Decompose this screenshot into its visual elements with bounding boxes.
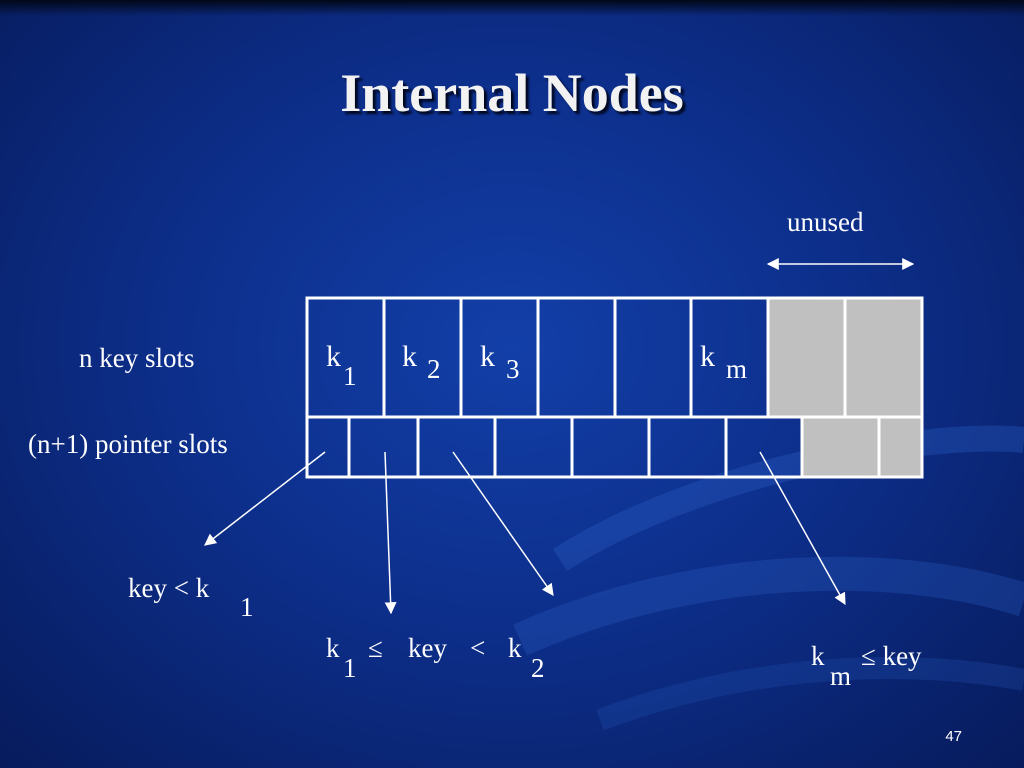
key-slot-dividers	[382, 298, 847, 417]
key-km-sub: m	[726, 354, 747, 384]
top-band	[0, 0, 1024, 16]
key-slots-label: n key slots	[79, 343, 195, 373]
key-k2-base: k	[402, 340, 417, 373]
svg-text:k m: k m	[700, 340, 747, 384]
key-k1-sub: 1	[343, 361, 357, 391]
page-number: 47	[945, 728, 962, 745]
unused-label: unused	[787, 207, 864, 237]
key-k3-base: k	[480, 340, 495, 373]
key-k1-base: k	[326, 340, 341, 373]
key-k3-sub: 3	[506, 354, 520, 384]
slide-title: Internal Nodes	[340, 63, 684, 123]
svg-text:k 3: k 3	[480, 340, 520, 384]
pointer-arrow-1	[204, 451, 326, 546]
unused-pointer-slot	[802, 418, 879, 477]
pointer-arrow-2	[384, 451, 397, 615]
pointer-slots-label: (n+1) pointer slots	[28, 429, 228, 459]
pointer-slot-dividers	[347, 417, 881, 477]
svg-text:k 1: k 1	[326, 340, 357, 391]
condition-2: k 1 ≤ key < k 2	[326, 633, 545, 683]
unused-key-slot	[768, 298, 845, 416]
key-km-base: k	[700, 340, 715, 373]
unused-key-slot	[845, 298, 922, 416]
svg-text:k 2: k 2	[402, 340, 441, 384]
pointer-arrow-3	[452, 451, 554, 596]
key-k2-sub: 2	[427, 354, 441, 384]
condition-1: key < k 1	[128, 573, 254, 622]
pointer-arrow-m	[759, 451, 846, 606]
condition-m: k m ≤ key	[811, 641, 922, 691]
unused-pointer-slot	[879, 418, 922, 477]
